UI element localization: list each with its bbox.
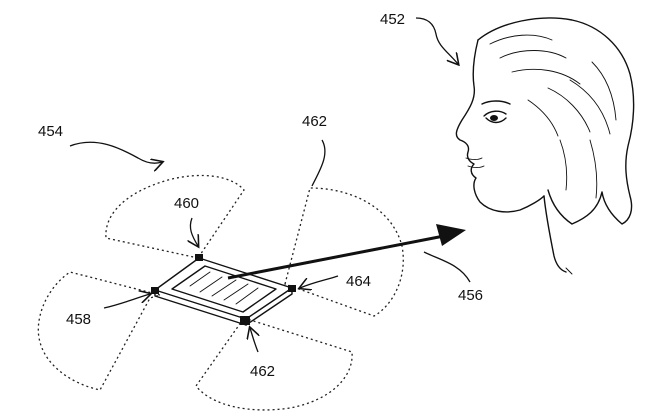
label-454: 454 xyxy=(38,123,63,140)
leader-464 xyxy=(300,275,339,288)
leader-462-bottom xyxy=(250,328,258,353)
face-profile xyxy=(455,39,545,213)
leader-456 xyxy=(423,251,471,283)
mobile-device xyxy=(151,254,296,326)
label-464: 464 xyxy=(346,273,371,290)
label-458: 458 xyxy=(66,311,91,328)
pupil xyxy=(490,115,498,121)
region-bottom xyxy=(195,317,353,411)
device-screen xyxy=(171,265,277,313)
user-head xyxy=(455,17,635,275)
label-456: 456 xyxy=(458,287,483,304)
eye xyxy=(483,110,507,124)
region-left xyxy=(37,271,163,391)
leader-454 xyxy=(69,141,162,163)
screen-glare xyxy=(223,283,249,301)
screen-glare xyxy=(189,271,211,287)
leader-462-top xyxy=(311,139,326,187)
hair-outline xyxy=(477,17,635,225)
neck xyxy=(543,195,567,273)
device-side xyxy=(154,289,247,326)
screen-glare xyxy=(211,279,237,297)
region-top-right xyxy=(284,187,404,317)
label-460: 460 xyxy=(174,195,199,212)
sensor-corner-right xyxy=(288,285,296,292)
screen-glare xyxy=(199,276,223,293)
hair-strands xyxy=(489,34,617,199)
lips xyxy=(465,157,485,168)
label-452: 452 xyxy=(380,11,405,28)
sensor-corner-left xyxy=(151,287,159,294)
label-462-top: 462 xyxy=(302,113,327,130)
reference-numerals: 452 454 462 460 464 456 458 462 xyxy=(38,11,483,380)
gaze-arrow-head xyxy=(436,224,466,246)
gaze-arrow-shaft xyxy=(227,234,445,280)
leader-460 xyxy=(190,217,198,246)
neck-back xyxy=(565,267,573,275)
leader-lines xyxy=(69,17,471,353)
sensing-regions xyxy=(37,174,404,411)
gaze-arrow xyxy=(227,224,466,280)
eyebrow xyxy=(481,100,511,105)
region-top-left xyxy=(105,174,245,259)
leader-452 xyxy=(415,17,458,64)
label-462-bottom: 462 xyxy=(250,363,275,380)
screen-glare xyxy=(235,287,259,305)
sensor-corner-bottom xyxy=(240,316,250,325)
sensor-corner-top xyxy=(195,254,203,261)
leader-458 xyxy=(103,294,150,309)
